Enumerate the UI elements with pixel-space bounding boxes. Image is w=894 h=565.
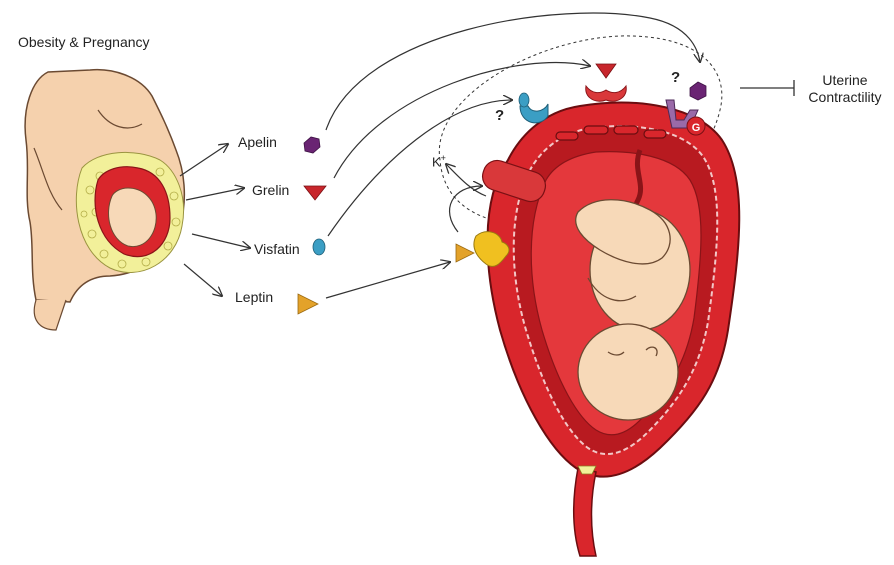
hormone-markers (298, 137, 326, 314)
visfatin-teardrop-icon (313, 239, 325, 255)
fetus-head (578, 324, 678, 420)
hormone-label-leptin: Leptin (235, 289, 273, 305)
channel-activation-arrow (450, 186, 482, 232)
grelin-bound-icon (596, 64, 616, 78)
outcome-label: Uterine Contractility (800, 72, 890, 106)
figure-title: Obesity & Pregnancy (18, 34, 150, 50)
grelin-triangle-icon (304, 186, 326, 200)
potassium-efflux-arrow (446, 164, 486, 196)
hormone-label-visfatin: Visfatin (254, 241, 300, 257)
potassium-ion-label: K+ (432, 150, 446, 170)
woman-leg (34, 300, 66, 330)
leptin-triangle-icon (298, 294, 318, 314)
outcome-line-1: Uterine (800, 72, 890, 89)
potassium-charge: + (441, 153, 446, 163)
pregnant-woman-illustration (25, 70, 184, 330)
hormone-label-apelin: Apelin (238, 134, 277, 150)
hormone-label-grelin: Grelin (252, 182, 289, 198)
potassium-symbol: K (432, 154, 441, 169)
g-protein-letter: G (692, 122, 701, 134)
question-mark-visfatin: ? (495, 108, 504, 124)
apelin-hexagon-icon (304, 137, 320, 153)
outcome-line-2: Contractility (800, 89, 890, 106)
woman-to-hormone-arrows (180, 144, 250, 296)
apelin-bound-icon (690, 82, 706, 100)
leptin-bound-icon (456, 244, 474, 262)
visfatin-bound-icon (519, 93, 529, 107)
inhibition-line (740, 80, 794, 96)
grelin-receptor-icon (586, 86, 626, 101)
question-mark-apelin: ? (671, 70, 680, 86)
cervix (574, 468, 596, 556)
